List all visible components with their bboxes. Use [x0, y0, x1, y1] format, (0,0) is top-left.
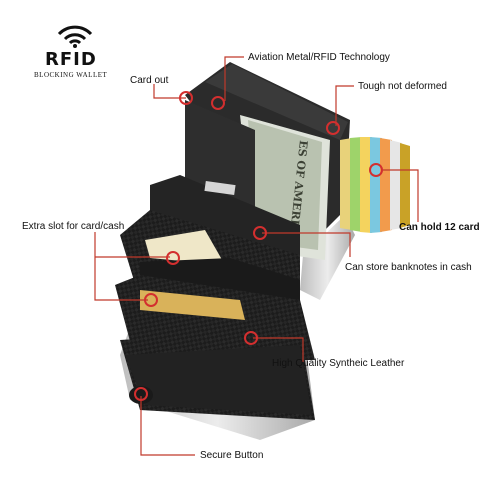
callout-leather: High Quality Syntheic Leather: [272, 358, 405, 369]
wifi-signal-icon: [57, 25, 93, 48]
marker-rings: [134, 91, 383, 401]
callout-card-out: Card out: [130, 75, 169, 86]
callout-secure-button: Secure Button: [200, 450, 264, 461]
logo-brand: RFID: [45, 49, 97, 70]
inner-flap: [150, 100, 300, 265]
card-stack: [340, 137, 410, 233]
rfid-logo: RFID BLOCKING WALLET: [30, 22, 120, 84]
callout-tough: Tough not deformed: [358, 81, 447, 92]
callout-extra-slot: Extra slot for card/cash: [22, 221, 125, 232]
logo-subtitle: BLOCKING WALLET: [34, 71, 108, 79]
wallet-body: [115, 210, 315, 420]
callout-banknotes: Can store banknotes in cash: [345, 262, 472, 273]
leader-lines: [94, 56, 419, 456]
callout-aviation-metal: Aviation Metal/RFID Technology: [248, 52, 390, 63]
callout-hold-12: Can hold 12 card: [399, 222, 480, 233]
